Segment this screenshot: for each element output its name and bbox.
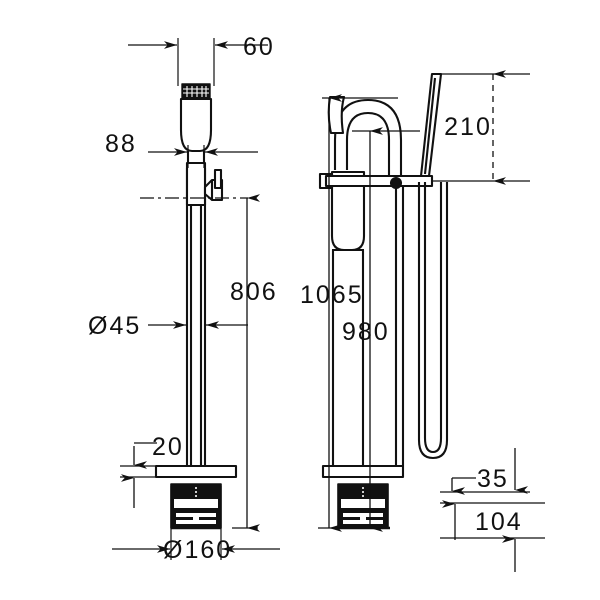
dim-dia45-label: Ø45 [88, 312, 141, 340]
dim-20 [120, 442, 162, 508]
dim-20-label: 20 [152, 433, 184, 461]
dim-1065-label: 1065 [300, 281, 364, 309]
diverter-body [185, 161, 207, 207]
dim-35 [440, 448, 530, 495]
dim-60-label: 60 [243, 33, 275, 61]
dim-1065 [318, 94, 398, 532]
dim-dia160 [112, 486, 280, 560]
hose-loop-inner [423, 182, 443, 454]
floor-base-block [170, 483, 222, 529]
dim-60 [128, 38, 268, 86]
shower-head-body [179, 97, 213, 153]
dim-210 [432, 70, 530, 185]
spout-curve-outer [333, 98, 403, 175]
hose-loop [417, 182, 449, 460]
left-view-geometry [154, 83, 238, 530]
dim-980 [352, 127, 420, 532]
dim-806-label: 806 [230, 278, 278, 306]
cover-flange [154, 464, 238, 479]
dim-88 [148, 145, 258, 168]
hand-shower-wand-seam [423, 77, 437, 175]
dim-806 [232, 194, 260, 532]
dim-980-label: 980 [342, 318, 390, 346]
lever-handle [213, 168, 223, 190]
right-floor-base-block [337, 483, 389, 529]
diverter-cap [324, 174, 434, 188]
right-cover-flange [321, 464, 405, 479]
dim-104 [440, 500, 545, 572]
dim-35-label: 35 [477, 465, 509, 493]
spout-curve-inner [345, 111, 391, 175]
dim-dia160-label: Ø160 [163, 536, 232, 564]
dim-210-label: 210 [444, 113, 492, 141]
dim-88-label: 88 [105, 130, 137, 158]
spout-outlet-tip [327, 95, 346, 135]
dim-104-label: 104 [475, 508, 523, 536]
